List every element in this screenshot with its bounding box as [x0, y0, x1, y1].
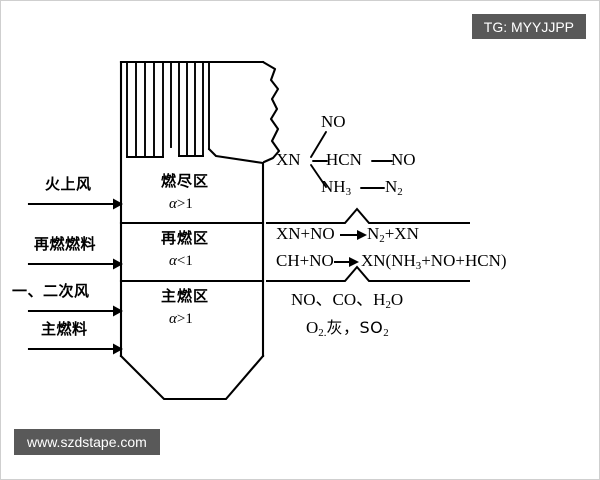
scheme-node-no-right: NO [391, 150, 416, 169]
product-list-line-2: O2.灰，SO2 [306, 319, 389, 339]
zone-alpha-reburn: α<1 [169, 253, 193, 270]
scheme-nh3-text: NH [321, 177, 346, 196]
scheme-nh3-subscript: 3 [345, 186, 351, 199]
reaction-1-product-pre: N [367, 224, 380, 243]
furnace-hopper [119, 354, 265, 401]
reaction-2-product-pre: XN(NH [361, 251, 416, 270]
inlet-label-main-fuel: 主燃料 [41, 320, 88, 338]
alpha-value-main: 1 [185, 311, 193, 327]
separator-line-lower [266, 265, 470, 282]
tag-badge: TG: MYYJJPP [471, 14, 586, 39]
separator-line-upper [266, 207, 470, 224]
alpha-relation-burnout: > [176, 196, 186, 212]
reaction-1-product-subscript: 2 [379, 233, 385, 246]
product-line-2-subscript-2: 2 [383, 327, 389, 340]
alpha-relation-main: > [176, 311, 186, 327]
product-line-1-subscript: 2 [385, 299, 391, 312]
reaction-2-product-subscript: 3 [415, 260, 422, 273]
product-list-line-1: NO、CO、H2O [291, 291, 403, 311]
inlet-label-reburn-fuel: 再燃燃料 [34, 235, 97, 253]
inlet-label-overfire-air: 火上风 [45, 175, 92, 193]
superheater-tube-group-left [126, 61, 164, 158]
product-line-2-a: O [306, 318, 319, 337]
alpha-symbol-burnout: α [169, 196, 177, 212]
product-line-1-b: O [390, 290, 404, 309]
zone-alpha-main-combustion: α>1 [169, 311, 193, 328]
zone-label-burnout: 燃尽区 [161, 172, 210, 190]
product-line-2-subscript-1: 2. [318, 327, 327, 340]
equation-arrows [334, 230, 367, 267]
scheme-n2-text: N [385, 177, 398, 196]
reaction-equation-2-reactants: CH+NO [276, 251, 334, 270]
zone-label-main-combustion: 主燃区 [161, 287, 210, 305]
superheater-tube-group-right [178, 61, 204, 157]
alpha-relation-reburn: < [176, 253, 186, 269]
scheme-n2-subscript: 2 [397, 186, 403, 199]
product-line-1-a: NO、CO、H [291, 290, 386, 309]
inlet-arrows [27, 198, 123, 355]
alpha-symbol-main: α [169, 311, 177, 327]
zone-label-reburn: 再燃区 [161, 229, 210, 247]
scheme-node-no-top: NO [321, 112, 346, 131]
flue-gas-contour-right [261, 60, 281, 164]
watermark-badge: www.szdstape.com [14, 429, 160, 455]
reaction-branch-lines [310, 131, 393, 189]
inlet-label-primary-secondary-air: 一、二次风 [12, 282, 90, 300]
reaction-equation-2-products: XN(NH3+NO+HCN) [361, 252, 507, 272]
zone-alpha-burnout: α>1 [169, 196, 193, 213]
reaction-1-product-post: +XN [384, 224, 419, 243]
reaction-equation-1-reactants: XN+NO [276, 224, 335, 243]
scheme-node-nh3: NH3 [321, 178, 351, 198]
furnace-nose-slope [207, 147, 265, 165]
product-line-2-b: 灰，SO [326, 318, 384, 337]
scheme-node-n2: N2 [385, 178, 403, 198]
alpha-value-reburn: 1 [185, 253, 193, 269]
scheme-node-xn-root: XN [276, 150, 301, 169]
reaction-equation-1-products: N2+XN [367, 225, 419, 245]
alpha-symbol-reburn: α [169, 253, 177, 269]
scheme-node-hcn: HCN [326, 150, 362, 169]
alpha-value-burnout: 1 [185, 196, 193, 212]
reaction-2-product-post: +NO+HCN) [421, 251, 507, 270]
